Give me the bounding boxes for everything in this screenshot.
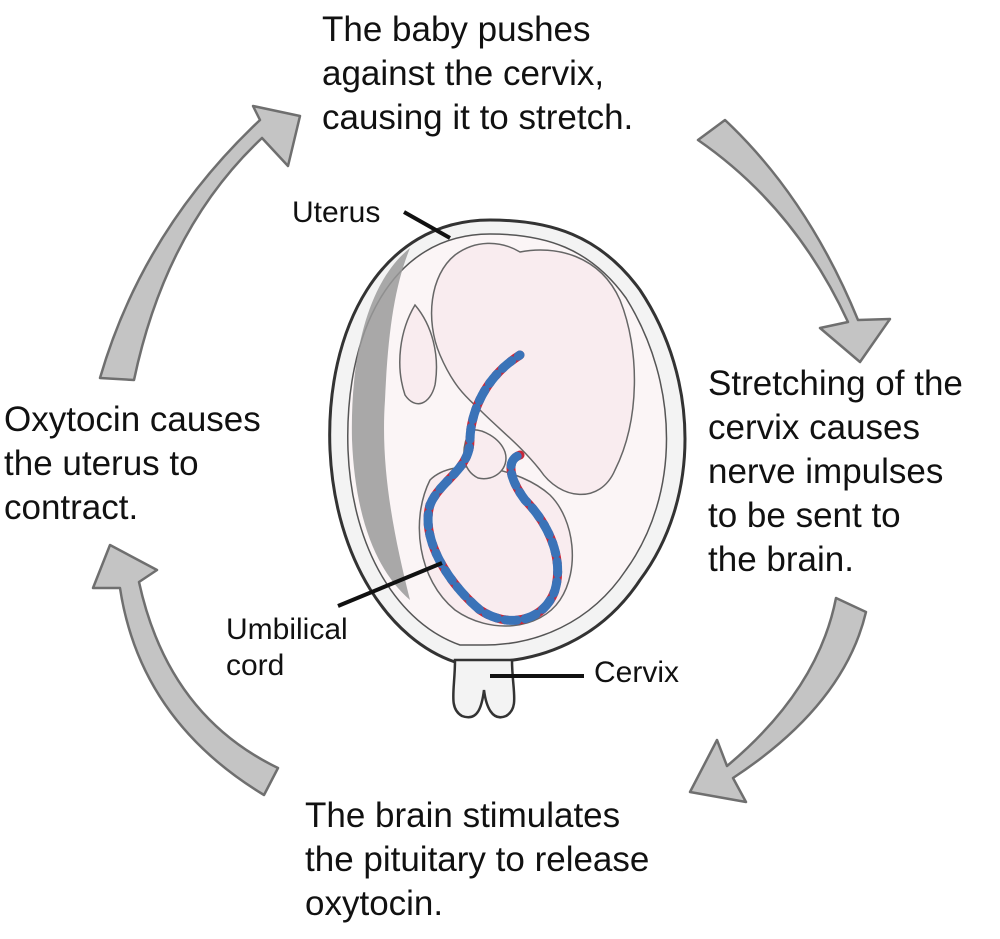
arrow-top-right [696, 118, 892, 364]
uterus-illustration [328, 218, 687, 719]
leader-lines [337, 210, 584, 678]
placenta [351, 248, 410, 600]
umbilical-cord-blue [423, 350, 563, 625]
step-nerve-impulses-text: Stretching of the cervix causes nerve im… [708, 364, 963, 579]
step-pituitary-release-text: The brain stimulates the pituitary to re… [305, 796, 650, 923]
cervix-shape [452, 658, 516, 719]
step-uterus-contract-text: Oxytocin causes the uterus to contract. [4, 400, 261, 527]
uterus-leader [403, 210, 451, 240]
arrow-bottom-left [91, 543, 280, 797]
step-baby-pushes-text: The baby pushes against the cervix, caus… [322, 10, 634, 137]
arrow-top-left [98, 104, 302, 382]
cycle-arrows [91, 104, 892, 804]
fetus-body [430, 242, 636, 496]
cervix-label: Cervix [594, 656, 680, 689]
umbilical-cord-leader [337, 561, 443, 608]
arrow-bottom-right [688, 596, 868, 804]
umbilical-cord-label: Umbilical cord [226, 613, 348, 682]
uterus-label: Uterus [292, 196, 381, 229]
